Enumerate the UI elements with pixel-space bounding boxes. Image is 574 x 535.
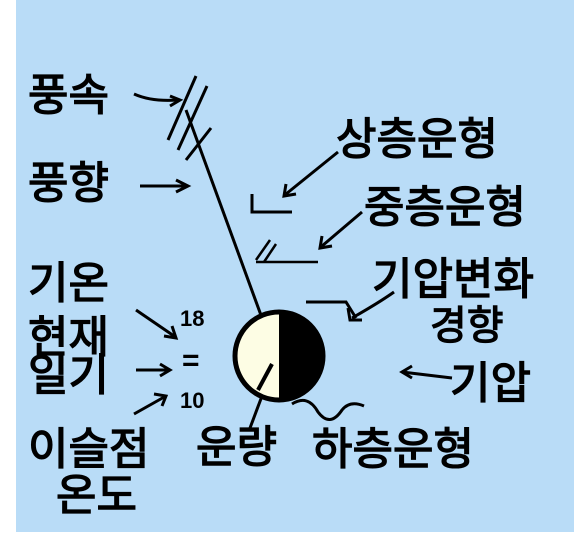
- arrow-temperature: [135, 308, 175, 338]
- arrow-cloud-amount: [248, 395, 264, 429]
- label-pressure: 기압: [450, 358, 531, 409]
- dew-point-value: 10: [180, 388, 205, 413]
- label-wind-speed: 풍속: [28, 70, 109, 121]
- diagram-panel: [16, 0, 574, 532]
- label-dew-point-line1: 이슬점: [28, 424, 150, 475]
- arrow-wind-speed: [133, 92, 179, 102]
- arrow-middle-cloud: [321, 210, 363, 248]
- label-pressure-change-line2: 경향: [430, 303, 504, 349]
- label-present-weather-line1: 현재: [28, 312, 109, 363]
- present-weather-symbol: =: [182, 344, 200, 377]
- arrow-pressure: [401, 370, 453, 380]
- label-lower-cloud: 하층운형: [312, 424, 474, 475]
- upper-cloud-symbol: [250, 194, 292, 214]
- temperature-value: 18: [180, 306, 205, 331]
- arrow-dew-point: [133, 394, 167, 416]
- pressure-tendency-symbol: [306, 300, 358, 319]
- label-cloud-amount: 운량: [196, 422, 277, 473]
- label-present-weather-line2: 일기: [28, 350, 109, 401]
- label-dew-point-line2: 온도: [56, 470, 137, 521]
- wind-barb-icon: [166, 75, 213, 161]
- label-wind-direction: 풍향: [28, 158, 109, 209]
- low-cloud-symbol: [291, 398, 365, 421]
- middle-cloud-symbol: [254, 239, 318, 264]
- arrow-pressure-change: [351, 290, 395, 320]
- label-upper-cloud: 상층운형: [336, 114, 498, 165]
- arrow-upper-cloud: [285, 150, 339, 196]
- wind-shaft: [184, 109, 264, 319]
- label-temperature: 기온: [28, 258, 109, 309]
- station-circle-half-filled-icon: [232, 309, 326, 403]
- pointer-arrows: [133, 92, 453, 429]
- label-middle-cloud: 중층운형: [364, 182, 526, 233]
- label-pressure-change-line1: 기압변화: [372, 254, 534, 305]
